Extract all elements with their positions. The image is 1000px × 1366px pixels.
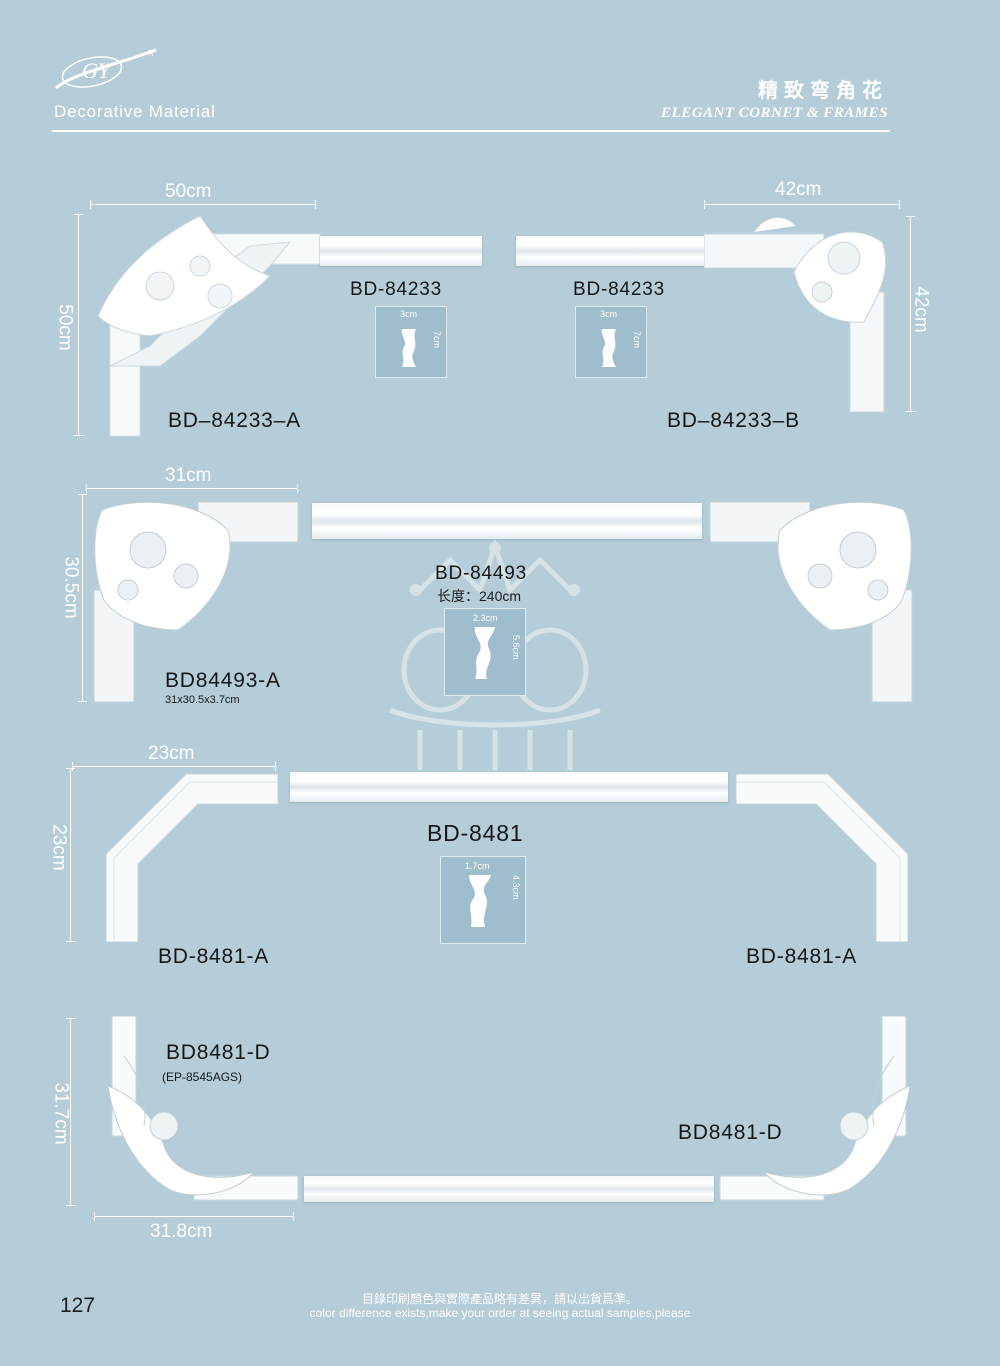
profile-code-8481: BD-8481 — [427, 820, 524, 846]
label-8481-d-right: BD8481-D — [678, 1121, 783, 1144]
title-english: ELEGANT CORNET & FRAMES — [661, 105, 888, 121]
moulding-84233-right — [516, 236, 706, 266]
gy-logo: GY R — [55, 48, 157, 90]
dim-width-84233-a: 50cm — [165, 181, 212, 202]
profile-box-84493: 2.3cm 5.6cm — [444, 608, 526, 696]
profile-box-84233-right: 3cm 7cm — [575, 306, 647, 378]
label-84233-b: BD–84233–B — [667, 409, 800, 432]
dim-line — [66, 1018, 75, 1206]
dim-line — [72, 762, 276, 771]
dim-line — [66, 768, 75, 942]
corner-84493-a-right-image — [710, 501, 913, 703]
logo-text: GY — [82, 58, 113, 83]
corner-84233-a-image — [97, 215, 321, 437]
label-84493-a: BD84493-A — [165, 669, 281, 692]
dim-line — [906, 216, 915, 412]
dim-line — [94, 1212, 294, 1221]
label-84233-a: BD–84233–A — [168, 409, 301, 432]
dim-line — [90, 200, 316, 209]
dim-line — [74, 214, 83, 436]
dim-width-84493: 31cm — [165, 465, 212, 486]
dim-height-8481-d: 31.7cm — [50, 1082, 72, 1145]
corner-8481-d-left-image — [107, 1016, 299, 1201]
size-84493-a: 31x30.5x3.7cm — [165, 694, 240, 706]
label-8481-a-left: BD-8481-A — [158, 945, 270, 968]
dim-width-84233-b: 42cm — [775, 179, 822, 200]
brand-name: Decorative Material — [54, 102, 216, 121]
dim-line — [86, 484, 298, 493]
corner-8481-a-right-image — [736, 773, 908, 942]
code-ep-8545ags: (EP-8545AGS) — [162, 1070, 243, 1084]
dim-line — [704, 200, 900, 209]
dim-height-8481: 23cm — [48, 824, 70, 871]
label-8481-d-left: BD8481-D — [166, 1041, 271, 1064]
crown-watermark-icon — [389, 540, 601, 770]
label-8481-a-right: BD-8481-A — [746, 945, 858, 968]
dim-width-8481-d: 31.8cm — [150, 1221, 213, 1242]
dim-height-84493: 30.5cm — [60, 556, 82, 619]
title-chinese: 精致弯角花 — [758, 78, 888, 102]
corner-84233-b-image — [704, 217, 887, 413]
page-number: 127 — [60, 1294, 96, 1317]
corner-8481-d-right-image — [719, 1016, 911, 1201]
profile-box-84233-left: 3cm 7cm — [375, 306, 447, 378]
svg-text:R: R — [148, 49, 154, 58]
corner-8481-a-left-image — [106, 773, 278, 942]
header-divider — [52, 130, 890, 132]
dim-line — [78, 494, 87, 702]
footer-note-english: color difference exists,make your order … — [309, 1306, 691, 1320]
footer-note-chinese: 目錄印刷顏色與實際產品略有差異，請以出貨爲準。 — [361, 1292, 638, 1306]
moulding-8481 — [290, 772, 728, 802]
moulding-84493 — [312, 503, 702, 539]
moulding-84233-left — [320, 236, 482, 266]
length-84493: 长度：240cm — [437, 588, 522, 604]
profile-code-84493: BD-84493 — [435, 563, 527, 584]
dim-width-8481: 23cm — [148, 743, 195, 764]
dim-height-84233-b: 42cm — [910, 286, 932, 333]
profile-code-84233-left: BD-84233 — [350, 279, 442, 300]
dim-height-84233-a: 50cm — [54, 304, 76, 351]
profile-code-84233-right: BD-84233 — [573, 279, 665, 300]
moulding-8481-d — [304, 1176, 714, 1202]
profile-box-8481: 1.7cm 4.3cm — [440, 856, 526, 944]
corner-84493-a-left-image — [93, 501, 299, 703]
